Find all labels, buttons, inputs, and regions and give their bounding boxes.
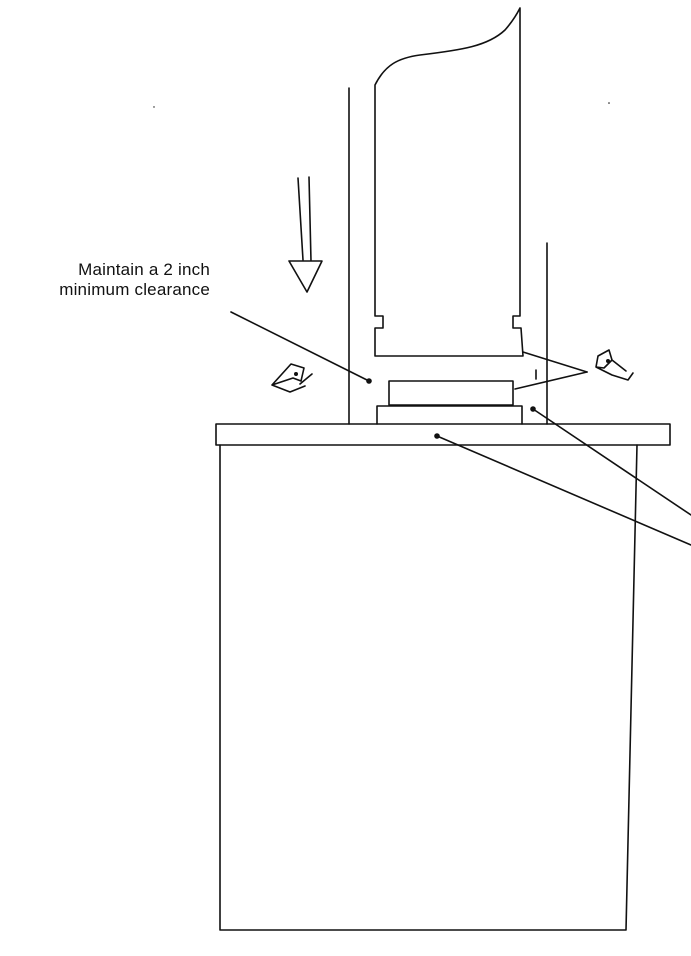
dot-marker-hand-left [294, 372, 298, 376]
pointer-hand-icon-right [595, 349, 634, 381]
duct-collar [388, 380, 514, 406]
speck [153, 106, 155, 108]
clearance-annotation: Maintain a 2 inch minimum clearance [18, 260, 210, 300]
pointer-line-lower [514, 371, 588, 390]
clearance-leader-line [230, 311, 370, 382]
leader-line-right-lower [436, 435, 691, 546]
dot-marker-flange [530, 406, 536, 412]
pointer-line-upper [522, 351, 588, 373]
clearance-annotation-line-1: Maintain a 2 inch [78, 260, 210, 279]
leader-line-right-upper [532, 408, 691, 516]
pointer-hand-icon-left [271, 363, 313, 393]
dot-marker-slab [434, 433, 440, 439]
base-flange [376, 405, 523, 425]
dot-marker-clearance [366, 378, 372, 384]
cabinet-body [219, 444, 638, 931]
exhaust-duct [374, 7, 524, 357]
cabinet-top-slab [215, 423, 671, 446]
down-arrow-icon [288, 176, 323, 293]
clearance-annotation-line-2: minimum clearance [59, 280, 210, 299]
dot-marker-hand-right [606, 359, 610, 363]
speck [608, 102, 610, 104]
